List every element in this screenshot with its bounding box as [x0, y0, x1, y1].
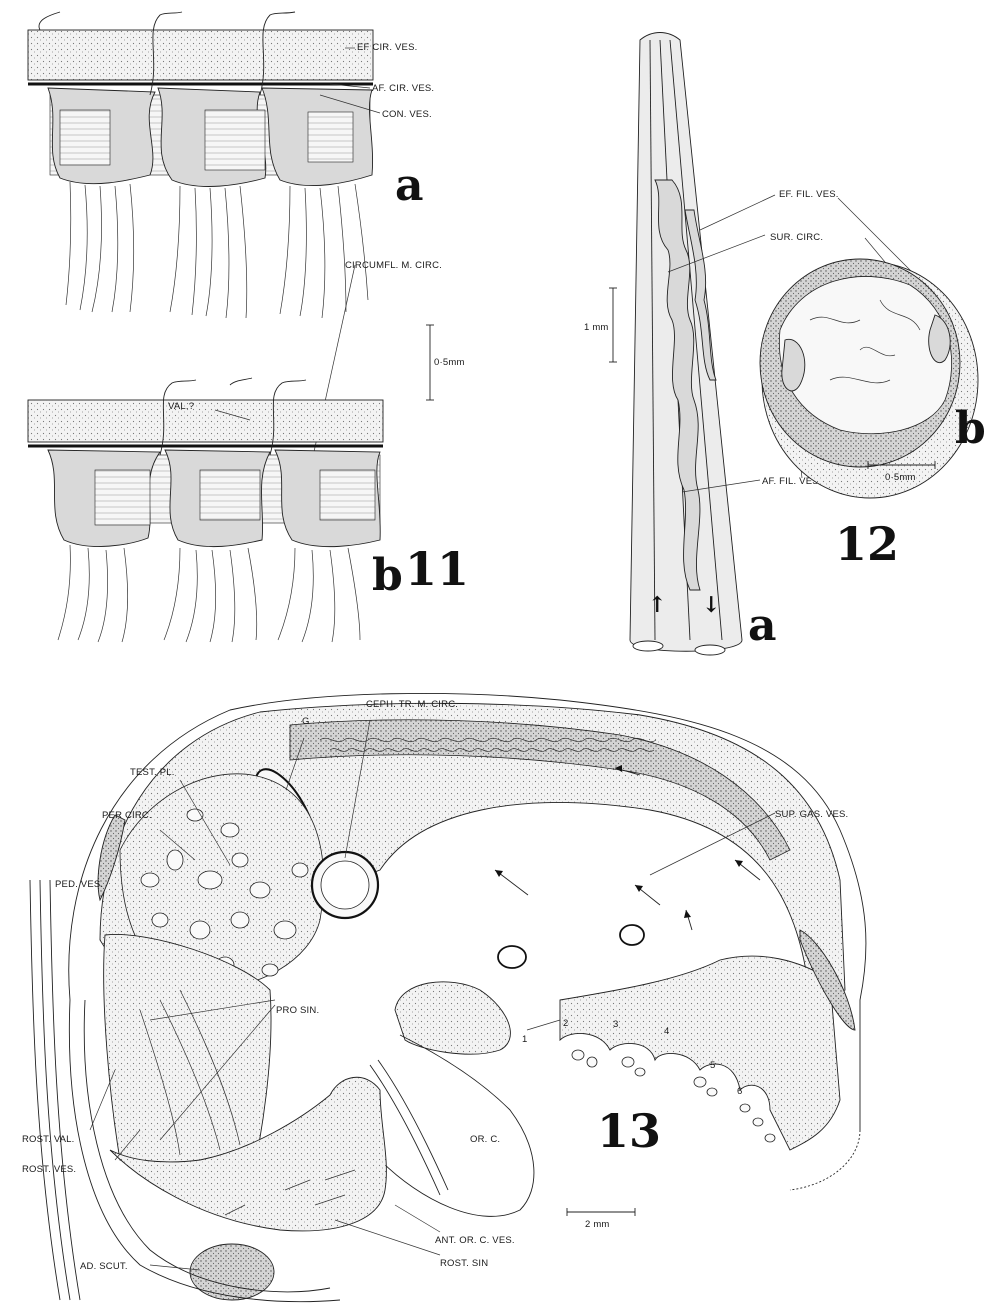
arrow-down: ↓ [702, 592, 720, 618]
number-1: 1 [522, 1034, 527, 1045]
figure-11b-letter: b [372, 550, 403, 601]
label-test-pl: TEST. PL. [130, 767, 175, 778]
label-or-c: OR. C. [470, 1134, 500, 1145]
label-pro-sin: PRO SIN. [276, 1005, 319, 1016]
label-con-ves: CON. VES. [382, 109, 432, 120]
figure-12-number: 12 [835, 517, 899, 571]
figure-12a-letter: a [748, 600, 777, 651]
label-ped-ves: PED. VES. [55, 879, 103, 890]
figure-11a-letter: a [395, 160, 424, 211]
scale-13: 2 mm [585, 1219, 610, 1230]
scale-12b: 0·5mm [885, 472, 916, 483]
number-4: 4 [664, 1026, 669, 1037]
figure-13-number: 13 [597, 1104, 661, 1158]
label-af-cir-ves: AF. CIR. VES. [372, 83, 434, 94]
label-ad-scut: AD. SCUT. [80, 1261, 128, 1272]
label-ceph: CEPH. TR. M. CIRC. [366, 699, 458, 710]
scale-11: 0·5mm [434, 357, 465, 368]
figure-12b-letter: b [955, 403, 986, 454]
figure-12b [760, 259, 978, 498]
label-ef-fil-ves: EF. FIL. VES. [779, 189, 839, 200]
scale-12a: 1 mm [584, 322, 609, 333]
label-rost-sin: ROST. SIN [440, 1258, 488, 1269]
label-rost-val: ROST. VAL. [22, 1134, 75, 1145]
label-val: VAL.? [168, 401, 194, 412]
label-per-circ: PER CIRC. [102, 810, 152, 821]
label-ant-or: ANT. OR. C. VES. [435, 1235, 515, 1246]
label-ef-cir-ves: EF CIR. VES. [357, 42, 417, 53]
number-2: 2 [563, 1018, 568, 1029]
figure-12a [630, 33, 742, 656]
label-sur-circ: SUR. CIRC. [770, 232, 823, 243]
figure-13 [30, 693, 866, 1301]
arrow-up: ↑ [648, 592, 666, 618]
figure-11a [28, 12, 380, 318]
number-6: 6 [737, 1086, 742, 1097]
label-rost-ves: ROST. VES. [22, 1164, 76, 1175]
number-3: 3 [613, 1019, 618, 1030]
figure-11-number: 11 [405, 542, 469, 596]
number-5: 5 [710, 1060, 715, 1071]
label-sup-gas: SUP. GAS. VES. [775, 809, 848, 820]
label-g: G [302, 716, 310, 727]
figure-11b [28, 378, 383, 642]
label-circumfl: CIRCUMFL. M. CIRC. [345, 260, 442, 271]
